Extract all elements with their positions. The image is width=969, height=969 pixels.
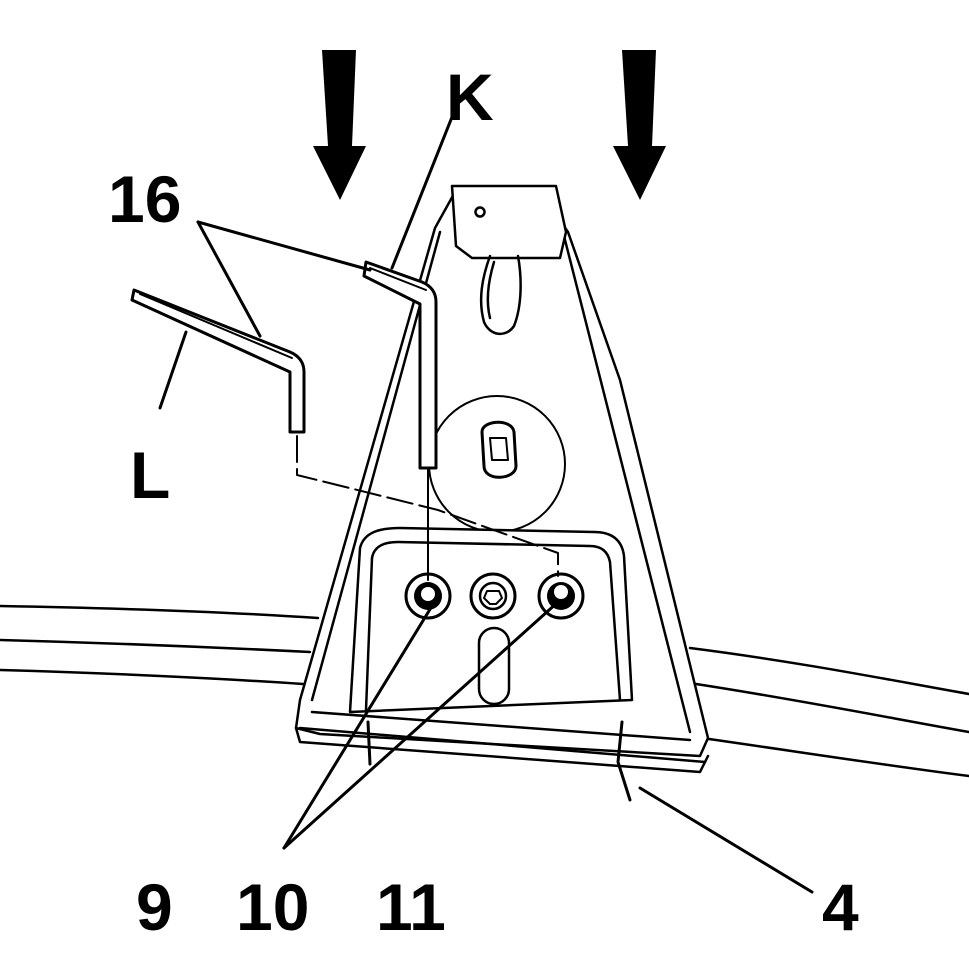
label-11: 11	[376, 870, 446, 944]
hex-key-l	[130, 288, 306, 434]
leader-lines	[158, 110, 814, 894]
bolt-center	[469, 572, 517, 620]
bolt-left	[404, 572, 452, 620]
bolt-right	[537, 572, 585, 620]
roof-rail	[0, 604, 969, 778]
label-l: L	[130, 438, 170, 512]
label-4: 4	[822, 870, 859, 944]
label-k: K	[446, 60, 494, 134]
down-arrow-right	[613, 50, 666, 200]
label-16: 16	[108, 162, 181, 236]
label-10: 10	[236, 870, 309, 944]
hex-key-k	[362, 260, 438, 470]
cable-tie	[366, 720, 632, 802]
label-9: 9	[136, 870, 173, 944]
engagement-lines	[296, 435, 559, 581]
down-arrow-left	[313, 50, 366, 200]
rack-foot	[294, 184, 710, 774]
